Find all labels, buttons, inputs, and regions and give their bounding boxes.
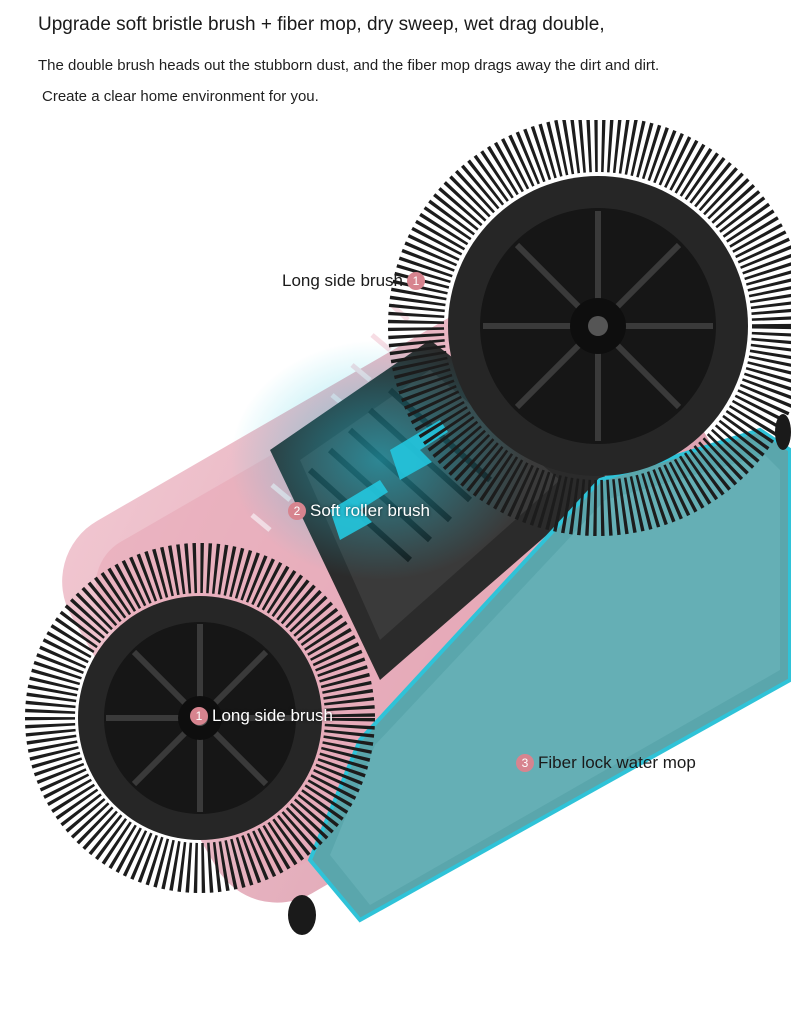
body-feet: [288, 414, 791, 935]
description-line-2: Create a clear home environment for you.: [42, 88, 319, 105]
product-illustration: Long side brush 1 2 Soft roller brush 1 …: [0, 120, 791, 1033]
sweeper-drawing: [25, 120, 791, 935]
description-line-1: The double brush heads out the stubborn …: [38, 57, 660, 74]
callout-label: Long side brush: [282, 271, 403, 290]
callout-long-side-brush-bottom: 1 Long side brush: [190, 706, 333, 726]
callout-fiber-mop: 3 Fiber lock water mop: [516, 753, 696, 773]
fiber-mop: [307, 427, 791, 923]
callout-label: Fiber lock water mop: [538, 753, 696, 772]
roller-arrow-icon: [330, 420, 448, 540]
number-badge: 1: [190, 707, 208, 725]
number-badge: 3: [516, 754, 534, 772]
number-badge: 2: [288, 502, 306, 520]
page-title: Upgrade soft bristle brush + fiber mop, …: [38, 14, 605, 35]
callout-long-side-brush-top: Long side brush 1: [282, 271, 425, 291]
callout-soft-roller-brush: 2 Soft roller brush: [288, 501, 430, 521]
callout-label: Soft roller brush: [310, 501, 430, 520]
header: Upgrade soft bristle brush + fiber mop, …: [0, 0, 791, 120]
callout-label: Long side brush: [212, 706, 333, 725]
number-badge: 1: [406, 272, 425, 290]
brush-wheel-icon: [388, 120, 791, 536]
